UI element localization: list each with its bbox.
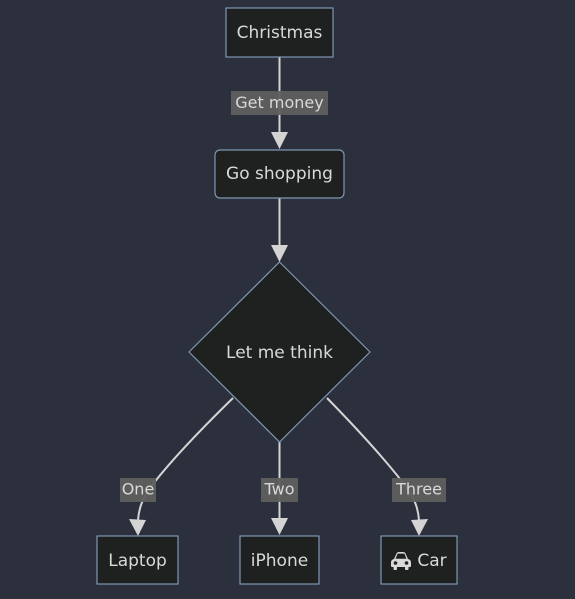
node-laptop[interactable]: Laptop (96, 535, 179, 585)
edge-think-to-iphone: Two (261, 442, 298, 535)
edge-label-one: One (122, 480, 155, 499)
node-car[interactable]: Car (380, 535, 458, 585)
decision-diamond (188, 261, 371, 443)
node-let-me-think[interactable]: Let me think (188, 261, 371, 443)
node-label: Go shopping (226, 164, 333, 184)
node-label: Car (417, 551, 446, 571)
edge-label-bg (261, 478, 298, 502)
edge-label-get-money: Get money (235, 93, 323, 112)
arrow-head (129, 519, 146, 536)
car-icon (391, 552, 411, 570)
edge-label-three: Three (395, 480, 442, 499)
node-label: Let me think (226, 343, 333, 363)
edge-think-to-laptop: One (120, 397, 234, 536)
edge-christmas-to-shopping: Get money (231, 57, 328, 149)
edge-shopping-to-think (271, 198, 288, 262)
node-label: Christmas (237, 23, 323, 43)
edge-think-to-car: Three (326, 397, 446, 536)
node-christmas[interactable]: Christmas (225, 7, 334, 58)
arrow-head (411, 519, 428, 536)
node-box (239, 535, 320, 585)
edge-label-bg (120, 478, 156, 502)
edge-label-bg (392, 478, 446, 502)
arrow-head (271, 245, 288, 262)
node-iphone[interactable]: iPhone (239, 535, 320, 585)
edge-label-bg (231, 91, 328, 115)
node-go-shopping[interactable]: Go shopping (214, 149, 345, 199)
node-box (96, 535, 179, 585)
node-box (225, 7, 334, 58)
node-box (214, 149, 345, 199)
node-label: iPhone (251, 551, 308, 571)
edge-label-two: Two (264, 480, 295, 499)
node-label: Laptop (108, 551, 167, 571)
arrow-head (271, 518, 288, 535)
arrow-head (271, 132, 288, 149)
